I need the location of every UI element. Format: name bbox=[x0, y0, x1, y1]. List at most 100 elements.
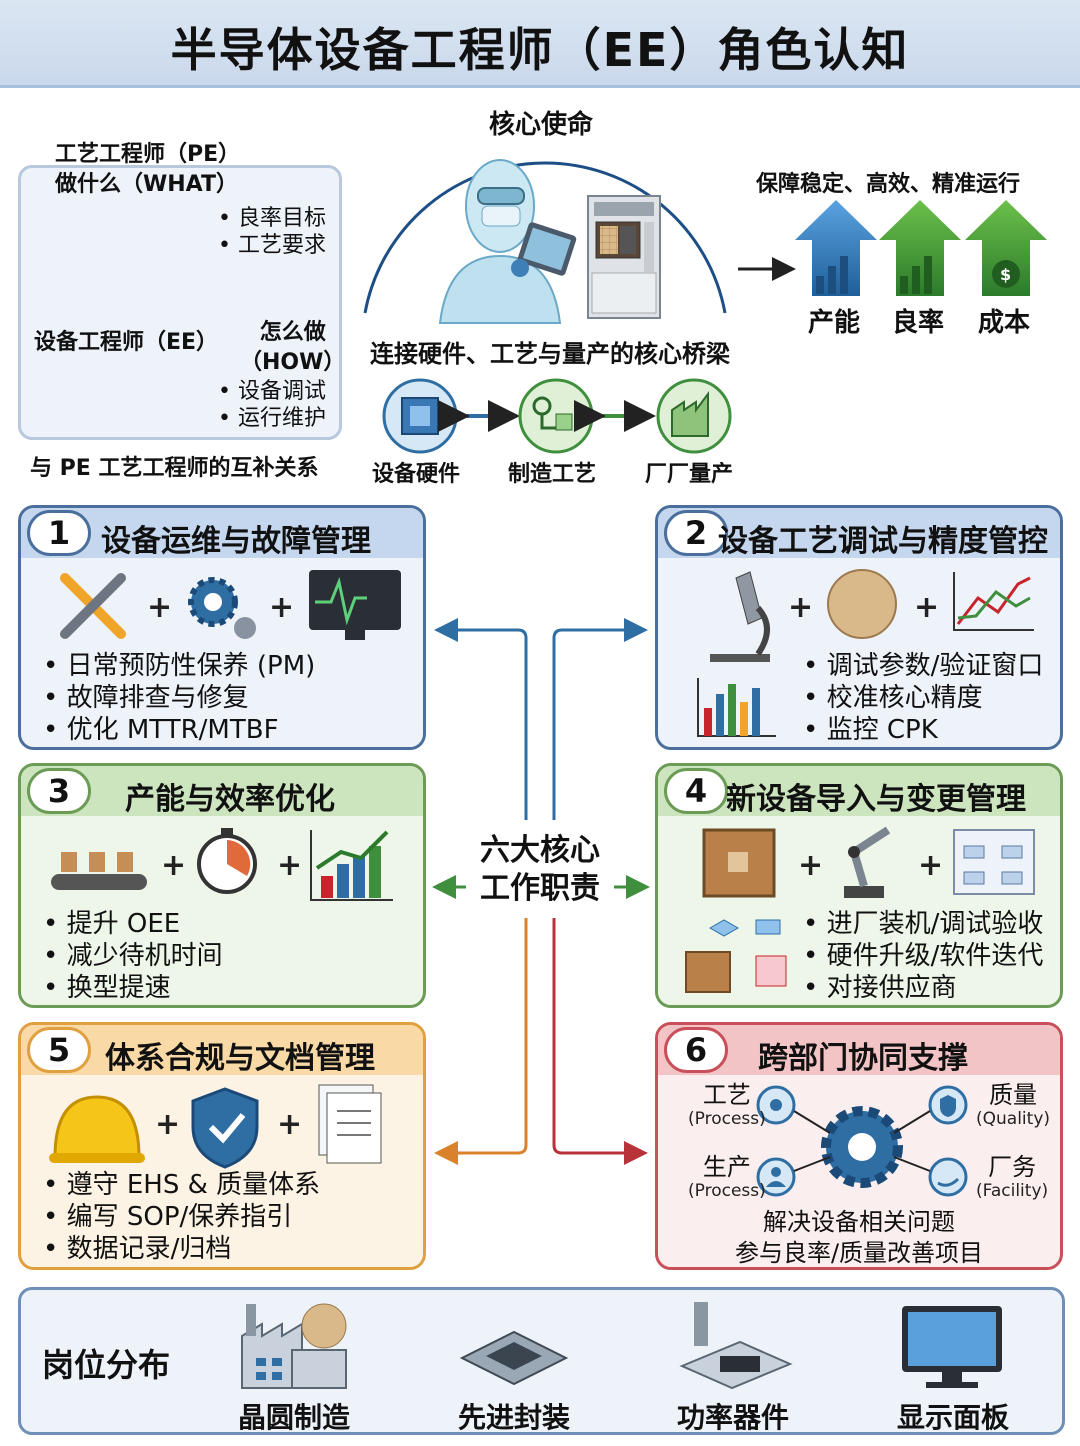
plus-sign: + bbox=[277, 1107, 303, 1142]
card5-icons bbox=[49, 1084, 382, 1169]
pe-caption: 与 PE 工艺工程师的互补关系 bbox=[30, 456, 319, 481]
ee-bullet: • 运行维护 bbox=[218, 406, 326, 431]
card-number: 2 bbox=[664, 510, 728, 556]
shield-check-icon bbox=[191, 1087, 259, 1169]
card-title: 新设备导入与变更管理 bbox=[726, 782, 1026, 817]
pe-bullet: • 良率目标 bbox=[218, 206, 326, 231]
plus-sign: + bbox=[798, 848, 824, 883]
bar-chart-icon bbox=[697, 678, 776, 737]
chain-production-label: 厂厂量产 bbox=[645, 462, 734, 487]
card-bullets: • 进厂装机/调试验收 • 硬件升级/软件迭代 • 对接供应商 bbox=[803, 908, 1043, 1004]
card-bullet: • 优化 MTTR/MTBF bbox=[43, 715, 279, 745]
duty-card-5: 5 体系合规与文档管理 + + • 遵守 EHS & 质量体系 • 编写 SOP… bbox=[18, 1022, 426, 1270]
mission-heading: 核心使命 bbox=[488, 110, 593, 140]
ee-title: 设备工程师（EE） bbox=[34, 330, 219, 355]
collab-production: 生产 (Process) bbox=[688, 1155, 766, 1203]
plus-sign: + bbox=[277, 848, 303, 883]
card-number: 5 bbox=[27, 1027, 91, 1073]
outcome-capacity: 产能 bbox=[808, 308, 861, 338]
facility-hand-icon bbox=[928, 1157, 968, 1197]
duty-card-4: 4 新设备导入与变更管理 + + • 进厂装机/调试验收 • 硬件升级/软件迭代… bbox=[655, 763, 1063, 1008]
collab-sublabel: (Process) bbox=[688, 1109, 766, 1129]
engineer-illustration bbox=[438, 159, 577, 324]
card-bullet: 解决设备相关问题 bbox=[763, 1208, 955, 1236]
card-bullet: • 编写 SOP/保养指引 bbox=[43, 1202, 293, 1232]
card-title: 设备运维与故障管理 bbox=[101, 524, 371, 559]
chip-package-icon bbox=[459, 1330, 569, 1386]
card-bullet: • 数据记录/归档 bbox=[43, 1234, 232, 1264]
pe-title-line2: 做什么（WHAT） bbox=[55, 172, 239, 197]
card-number: 1 bbox=[27, 510, 91, 556]
collab-label: 厂务 bbox=[988, 1153, 1037, 1181]
documents-icon bbox=[318, 1084, 382, 1164]
growth-chart-icon bbox=[310, 830, 393, 901]
duty-connectors bbox=[432, 618, 650, 1165]
collab-facility: 厂务 (Facility) bbox=[976, 1155, 1048, 1203]
ee-bullet: • 设备调试 bbox=[218, 379, 326, 404]
card-bullet: • 调试参数/验证窗口 bbox=[803, 651, 1044, 681]
pe-title: 工艺工程师（PE） 做什么（WHAT） bbox=[55, 140, 240, 200]
card-bullet: • 故障排查与修复 bbox=[43, 683, 249, 713]
distribution-icons bbox=[241, 1302, 1002, 1390]
duty-card-2: 2 设备工艺调试与精度管控 + + • 调试参数/验证窗口 • 校准核心精度 •… bbox=[655, 505, 1063, 750]
collab-label: 生产 bbox=[702, 1153, 751, 1181]
display-panel-icon bbox=[902, 1306, 1002, 1388]
chain-process-label: 制造工艺 bbox=[508, 462, 597, 487]
card-number: 6 bbox=[664, 1027, 728, 1073]
collab-summary: 解决设备相关问题 参与良率/质量改善项目 bbox=[658, 1207, 1060, 1267]
page-title: 半导体设备工程师（EE）角色认知 bbox=[170, 23, 910, 77]
equipment-illustration bbox=[587, 195, 661, 319]
outcome-yield: 良率 bbox=[892, 308, 945, 338]
card-bullet: • 进厂装机/调试验收 bbox=[803, 909, 1044, 939]
distribution-heading: 岗位分布 bbox=[42, 1346, 171, 1384]
wrench-screwdriver-icon bbox=[60, 573, 126, 639]
cost-icon: $ bbox=[965, 200, 1047, 296]
plus-sign: + bbox=[161, 848, 187, 883]
card2-icons bbox=[697, 569, 1034, 737]
card-bullets: • 遵守 EHS & 质量体系 • 编写 SOP/保养指引 • 数据记录/归档 bbox=[43, 1169, 320, 1265]
distribution-item: 先进封装 bbox=[458, 1401, 571, 1434]
center-line1: 六大核心 bbox=[480, 833, 600, 868]
ee-how-line2: （HOW） bbox=[240, 350, 346, 375]
central-gear-icon bbox=[821, 1106, 903, 1188]
card3-icons bbox=[51, 828, 393, 901]
process-gear-icon bbox=[756, 1085, 796, 1125]
monitor-icon bbox=[309, 570, 401, 640]
card-bullet: • 遵守 EHS & 质量体系 bbox=[43, 1170, 321, 1200]
duty-card-3: 3 产能与效率优化 + + • 提升 OEE • 减少待机时间 • 换型提速 bbox=[18, 763, 426, 1008]
hard-hat-icon bbox=[49, 1095, 145, 1163]
wafer-fab-icon bbox=[241, 1303, 347, 1389]
card-bullet: 参与良率/质量改善项目 bbox=[734, 1239, 984, 1267]
card-number: 4 bbox=[664, 768, 728, 814]
card-title: 设备工艺调试与精度管控 bbox=[718, 524, 1048, 559]
pe-bullets: • 良率目标 • 工艺要求 bbox=[218, 205, 326, 259]
card-bullet: • 硬件升级/软件迭代 bbox=[803, 941, 1044, 971]
plus-sign: + bbox=[788, 590, 814, 625]
plus-sign: + bbox=[147, 590, 173, 625]
yield-icon bbox=[879, 200, 961, 296]
collab-label: 工艺 bbox=[702, 1081, 751, 1109]
crate-icon bbox=[702, 828, 776, 898]
plus-sign: + bbox=[914, 590, 940, 625]
pe-title-line1: 工艺工程师（PE） bbox=[55, 142, 241, 167]
ee-how: 怎么做 （HOW） bbox=[240, 318, 345, 378]
card6-icons bbox=[756, 1085, 968, 1197]
chain-hardware-label: 设备硬件 bbox=[372, 462, 461, 487]
pe-bullet: • 工艺要求 bbox=[218, 233, 326, 258]
capacity-icon bbox=[795, 200, 877, 296]
plus-sign: + bbox=[269, 590, 295, 625]
card-bullet: • 对接供应商 bbox=[803, 973, 957, 1003]
center-line2: 工作职责 bbox=[480, 871, 600, 906]
ee-bullets: • 设备调试 • 运行维护 bbox=[218, 378, 326, 432]
distribution-item: 晶圆制造 bbox=[238, 1401, 351, 1434]
card-title: 体系合规与文档管理 bbox=[105, 1041, 375, 1076]
svg-text:$: $ bbox=[1000, 265, 1011, 284]
card-bullet: • 监控 CPK bbox=[803, 715, 938, 745]
center-label: 六大核心 工作职责 bbox=[466, 832, 614, 908]
collab-sublabel: (Quality) bbox=[976, 1109, 1051, 1129]
mission-goal: 保障稳定、高效、精准运行 bbox=[756, 172, 1021, 197]
microscope-icon bbox=[710, 571, 770, 662]
mission-bridge: 连接硬件、工艺与量产的核心桥梁 bbox=[370, 340, 730, 368]
chain-hardware-icon bbox=[382, 378, 458, 454]
distribution-item: 显示面板 bbox=[897, 1401, 1010, 1434]
